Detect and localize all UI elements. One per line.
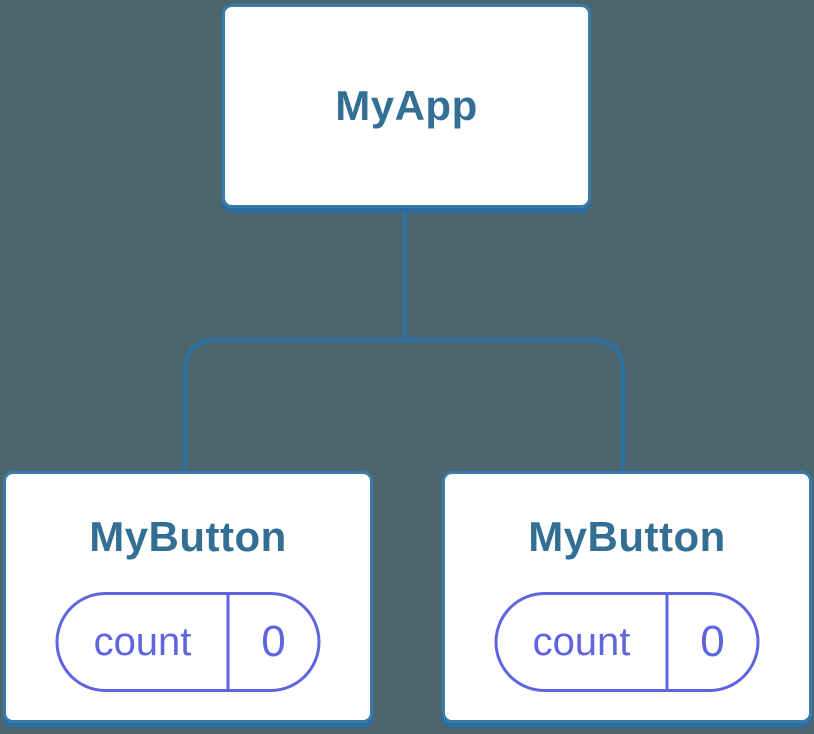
- tree-connector-stem: [403, 211, 407, 340]
- state-key-label: count: [498, 595, 669, 689]
- component-card-child-right: MyButton count 0: [442, 471, 812, 723]
- state-pill: count 0: [55, 592, 321, 692]
- state-key-label: count: [59, 595, 230, 689]
- tree-connector-branch: [183, 338, 625, 472]
- child-component-label: MyButton: [89, 513, 287, 560]
- state-pill: count 0: [494, 592, 760, 692]
- root-component-label: MyApp: [335, 82, 478, 129]
- state-value: 0: [261, 617, 286, 666]
- component-card-child-left: MyButton count 0: [3, 471, 373, 723]
- state-value: 0: [700, 617, 725, 666]
- child-component-label: MyButton: [528, 513, 726, 560]
- component-card-root: MyApp: [222, 4, 591, 208]
